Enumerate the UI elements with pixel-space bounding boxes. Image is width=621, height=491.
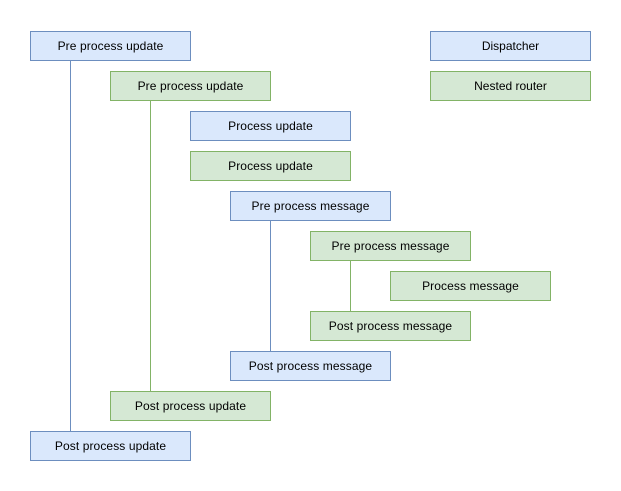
process-node[interactable]: Post process message [310,311,471,341]
process-node[interactable]: Post process update [110,391,271,421]
process-node-label: Process message [422,279,519,293]
process-node[interactable]: Process update [190,111,351,141]
process-node[interactable]: Post process update [30,431,191,461]
process-node-label: Post process update [134,399,247,413]
legend-item-label: Nested router [474,79,547,93]
legend-item-dispatcher[interactable]: Dispatcher [430,31,591,61]
process-node-label: Pre process update [57,39,164,53]
process-node-label: Post process message [248,359,373,373]
process-node[interactable]: Pre process update [30,31,191,61]
process-node-label: Pre process message [251,199,370,213]
legend-item-label: Dispatcher [481,39,540,53]
process-node[interactable]: Pre process message [230,191,391,221]
process-node-label: Pre process message [331,239,450,253]
process-node-label: Process update [228,119,313,133]
connector-pre-post-process-update-nested [150,101,151,391]
process-node[interactable]: Process message [390,271,551,301]
process-node[interactable]: Process update [190,151,351,181]
process-node-label: Post process update [54,439,167,453]
process-node-label: Post process message [328,319,453,333]
connector-pre-post-process-message-dispatcher [270,221,271,351]
connector-pre-post-process-update-dispatcher [70,61,71,431]
process-node-label: Process update [228,159,313,173]
legend-item-nested-router[interactable]: Nested router [430,71,591,101]
process-node[interactable]: Post process message [230,351,391,381]
process-node-label: Pre process update [137,79,244,93]
process-node[interactable]: Pre process message [310,231,471,261]
connector-pre-post-process-message-nested [350,261,351,311]
process-node[interactable]: Pre process update [110,71,271,101]
